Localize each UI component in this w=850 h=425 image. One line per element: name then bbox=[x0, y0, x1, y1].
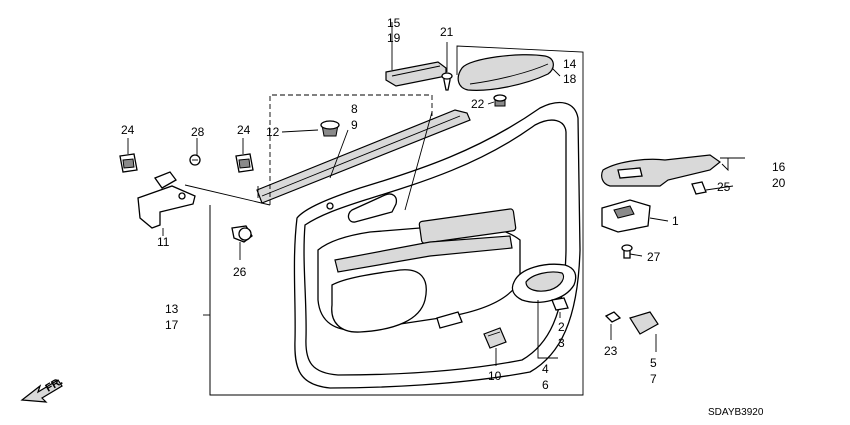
strip-bracket bbox=[269, 94, 433, 205]
screw-27 bbox=[621, 244, 633, 259]
leader-11 bbox=[184, 184, 271, 206]
screw-25 bbox=[691, 181, 707, 195]
door-lining-panel bbox=[293, 101, 581, 389]
label-19: 19 bbox=[387, 31, 401, 45]
pocket-lid bbox=[385, 61, 447, 87]
clip-22 bbox=[493, 94, 507, 107]
label-24-right: 24 bbox=[237, 123, 251, 137]
label-23: 23 bbox=[604, 344, 618, 358]
label-20: 20 bbox=[772, 176, 786, 190]
label-4: 4 bbox=[542, 362, 549, 376]
reflector-10 bbox=[483, 327, 507, 349]
front-marker-label: FR. bbox=[44, 375, 65, 394]
label-9: 9 bbox=[351, 118, 358, 132]
label-24-left: 24 bbox=[121, 123, 135, 137]
power-window-switch bbox=[601, 199, 651, 233]
clip-26 bbox=[231, 225, 253, 243]
leader-lines bbox=[127, 22, 745, 366]
inside-handle bbox=[511, 263, 577, 303]
front-direction-arrow-icon bbox=[20, 379, 63, 403]
part-number-labels: 15 19 21 14 18 22 8 9 12 24 28 24 11 26 … bbox=[121, 16, 786, 392]
label-8: 8 bbox=[351, 102, 358, 116]
label-14: 14 bbox=[563, 57, 577, 71]
label-25: 25 bbox=[717, 180, 731, 194]
label-16: 16 bbox=[772, 160, 786, 174]
panel-group-bracket bbox=[203, 45, 584, 396]
screw-28 bbox=[189, 154, 201, 166]
label-26: 26 bbox=[233, 265, 247, 279]
screw-21 bbox=[441, 72, 453, 91]
diagram-code: SDAYB3920 bbox=[708, 407, 764, 418]
label-3: 3 bbox=[558, 336, 565, 350]
label-11: 11 bbox=[157, 235, 170, 249]
clip-12 bbox=[320, 120, 340, 137]
handle-cover bbox=[629, 311, 659, 335]
label-10: 10 bbox=[488, 369, 502, 383]
label-5: 5 bbox=[650, 356, 657, 370]
clip-24-left bbox=[119, 153, 138, 173]
screw-23 bbox=[604, 311, 622, 323]
label-22: 22 bbox=[471, 97, 485, 111]
handle-clip bbox=[551, 297, 569, 311]
label-17: 17 bbox=[165, 318, 179, 332]
label-12: 12 bbox=[266, 125, 280, 139]
label-15: 15 bbox=[387, 16, 401, 30]
label-7: 7 bbox=[650, 372, 657, 386]
label-28: 28 bbox=[191, 125, 205, 139]
label-1: 1 bbox=[672, 214, 679, 228]
label-27: 27 bbox=[647, 250, 661, 264]
label-18: 18 bbox=[563, 72, 577, 86]
label-21: 21 bbox=[440, 25, 454, 39]
clip-24-right bbox=[235, 153, 254, 173]
label-13: 13 bbox=[165, 302, 179, 316]
label-2: 2 bbox=[558, 320, 565, 334]
armrest-pad bbox=[457, 54, 554, 91]
label-6: 6 bbox=[542, 378, 549, 392]
bracket-11 bbox=[137, 171, 196, 229]
switch-panel bbox=[601, 154, 722, 187]
